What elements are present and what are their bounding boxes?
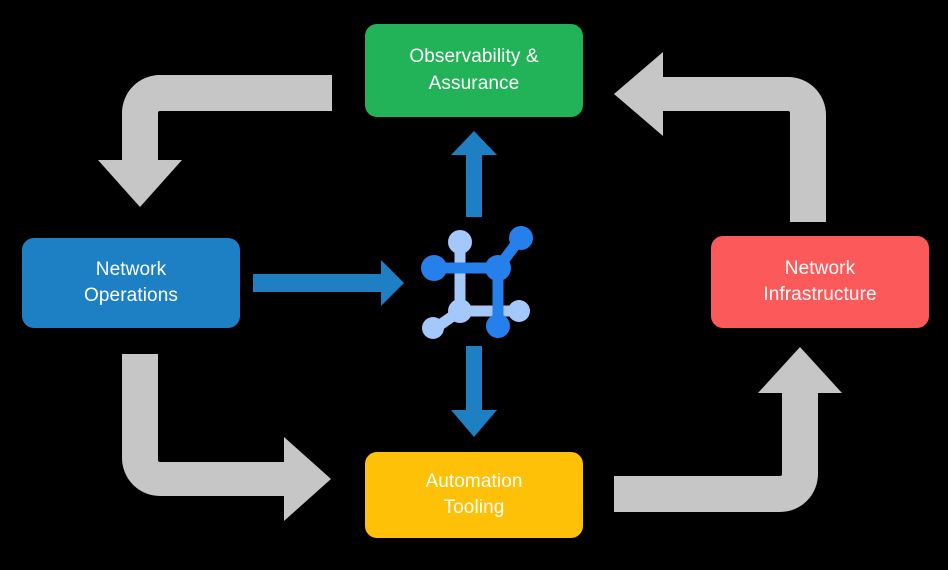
box-network-operations-label-line-2: Operations bbox=[84, 285, 178, 306]
box-automation-tooling-label-line-1: Automation bbox=[425, 470, 523, 492]
arrow-center-to-automation bbox=[451, 346, 497, 437]
arrow-center-to-observability bbox=[451, 131, 497, 217]
box-automation-tooling-label: Automation Tooling bbox=[425, 469, 522, 521]
arrow-automation-to-infrastructure bbox=[614, 347, 842, 512]
box-observability-assurance[interactable]: Observability & Assurance bbox=[365, 24, 583, 117]
arrow-infrastructure-to-observability bbox=[614, 52, 826, 222]
box-observability-label: Observability & Assurance bbox=[409, 44, 538, 96]
arrow-observability-to-operations bbox=[98, 44, 332, 207]
box-automation-tooling-label-line-2: Tooling bbox=[443, 497, 505, 518]
box-network-operations-label-line-1: Network bbox=[95, 258, 167, 280]
box-network-operations[interactable]: Network Operations bbox=[22, 238, 240, 328]
box-network-infrastructure-label-line-1: Network bbox=[784, 257, 856, 279]
box-automation-tooling[interactable]: Automation Tooling bbox=[365, 452, 583, 538]
box-network-infrastructure[interactable]: Network Infrastructure bbox=[711, 236, 929, 328]
box-network-operations-label: Network Operations bbox=[84, 257, 178, 309]
box-network-infrastructure-label-line-2: Infrastructure bbox=[763, 284, 877, 305]
arrow-operations-to-automation bbox=[122, 354, 331, 521]
box-observability-label-line-2: Assurance bbox=[428, 72, 520, 94]
box-network-infrastructure-label: Network Infrastructure bbox=[763, 256, 876, 308]
box-observability-label-line-1: Observability & bbox=[409, 46, 539, 68]
arrow-operations-to-center bbox=[253, 260, 404, 306]
